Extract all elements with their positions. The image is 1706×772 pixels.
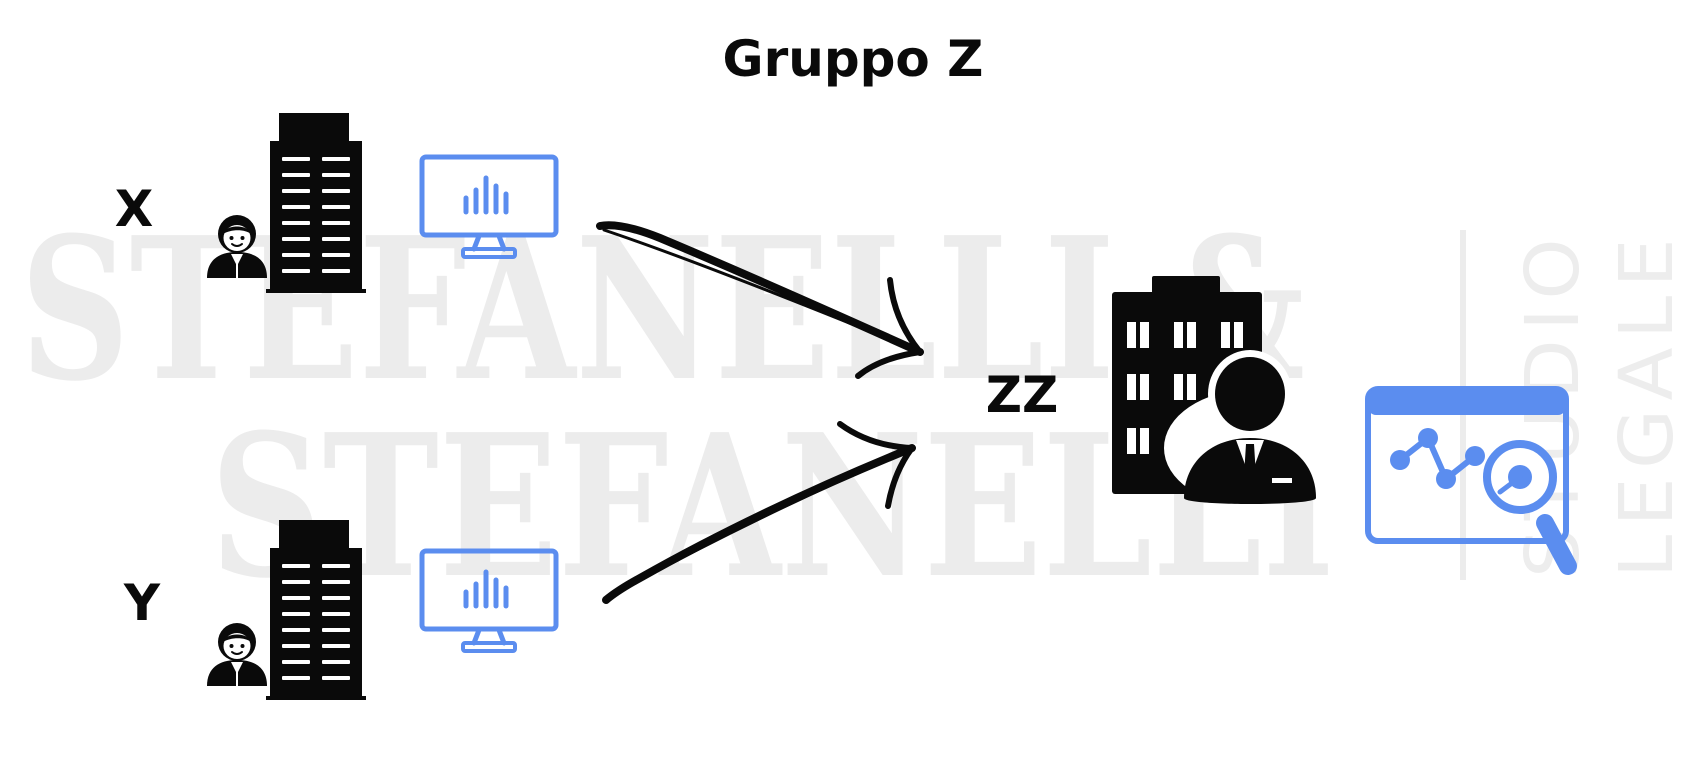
office-building-icon [266,113,366,293]
person-avatar-icon [206,622,268,687]
arrow-x-to-zz [596,221,924,379]
browser-analytics-search-icon [1365,386,1577,575]
entity-x-label: X [115,180,154,238]
diagram-title: Gruppo Z [723,30,984,88]
arrow-y-to-zz [602,421,916,604]
entity-x: X [115,113,556,293]
office-building-manager-icon [1112,276,1336,506]
entity-y: Y [123,520,556,700]
entity-zz: ZZ [986,276,1577,575]
entity-zz-label: ZZ [986,366,1059,424]
watermark-side-2: LEGALE [1604,230,1690,578]
entity-y-label: Y [123,574,161,632]
